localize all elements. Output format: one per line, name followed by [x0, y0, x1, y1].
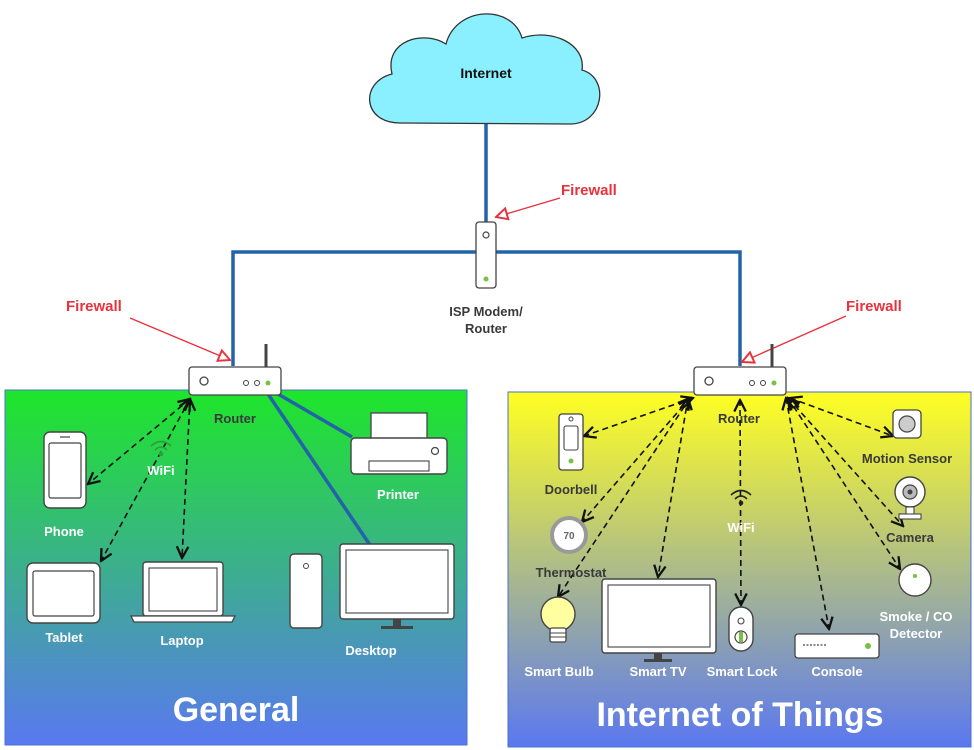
cable-modem-left-router	[231, 250, 476, 366]
smart-bulb-label: Smart Bulb	[524, 664, 593, 679]
iot-router-label: Router	[718, 411, 760, 426]
internet-cloud: Internet	[368, 13, 601, 125]
iot-wifi-links	[558, 398, 903, 629]
laptop-label: Laptop	[160, 633, 203, 648]
smoke-label-line1: Smoke / CO	[880, 609, 953, 624]
cable-router-printer	[277, 392, 353, 439]
smoke-label-line2: Detector	[890, 626, 943, 641]
smoke-co-detector: Smoke / CO Detector	[880, 563, 953, 641]
camera: Camera	[886, 476, 935, 545]
desktop: Desktop	[289, 543, 455, 658]
smart-tv-label: Smart TV	[629, 664, 686, 679]
doorbell: Doorbell	[545, 413, 598, 497]
thermostat-reading: 70	[563, 531, 575, 542]
iot-router: Router	[693, 344, 787, 426]
thermostat: 70 Thermostat	[536, 516, 607, 580]
console: Console	[794, 633, 880, 679]
tablet-label: Tablet	[45, 630, 83, 645]
smart-lock-label: Smart Lock	[707, 664, 779, 679]
iot-title: Internet of Things	[596, 696, 883, 734]
firewall-top-label: Firewall	[561, 182, 617, 199]
motion-sensor-label: Motion Sensor	[862, 451, 952, 466]
tablet: Tablet	[26, 562, 101, 645]
cable-router-desktop	[266, 393, 374, 549]
smart-tv: Smart TV	[601, 578, 717, 679]
general-wifi-links	[88, 399, 190, 561]
printer: Printer	[350, 412, 448, 502]
printer-label: Printer	[377, 487, 419, 502]
modem-label-line2: Router	[465, 321, 507, 336]
firewall-left-label: Firewall	[66, 298, 122, 315]
console-label: Console	[811, 664, 862, 679]
cable-modem-right-router	[496, 250, 742, 366]
general-wifi-label: WiFi	[147, 463, 174, 478]
iot-wifi-label: WiFi	[727, 520, 754, 535]
iot-wifi: WiFi	[727, 489, 755, 535]
general-title: General	[173, 691, 300, 729]
isp-modem: ISP Modem/ Router	[449, 221, 523, 336]
camera-label: Camera	[886, 530, 934, 545]
doorbell-label: Doorbell	[545, 482, 598, 497]
firewall-right-label: Firewall	[846, 298, 902, 315]
wifi-icon	[150, 440, 172, 457]
thermostat-label: Thermostat	[536, 565, 607, 580]
smart-bulb: Smart Bulb	[524, 596, 594, 679]
general-router: Router	[188, 344, 282, 426]
phone-label: Phone	[44, 524, 84, 539]
general-wifi: WiFi	[147, 440, 175, 478]
internet-label: Internet	[460, 65, 512, 81]
modem-label-line1: ISP Modem/	[449, 304, 523, 319]
laptop: Laptop	[129, 561, 237, 648]
firewall-callouts: Firewall Firewall Firewall	[66, 182, 902, 362]
motion-sensor: Motion Sensor	[862, 409, 952, 466]
general-router-label: Router	[214, 411, 256, 426]
wifi-icon	[730, 489, 752, 506]
cabling	[231, 124, 742, 549]
desktop-label: Desktop	[345, 643, 396, 658]
smart-lock: Smart Lock	[707, 606, 779, 679]
phone: Phone	[43, 431, 87, 539]
